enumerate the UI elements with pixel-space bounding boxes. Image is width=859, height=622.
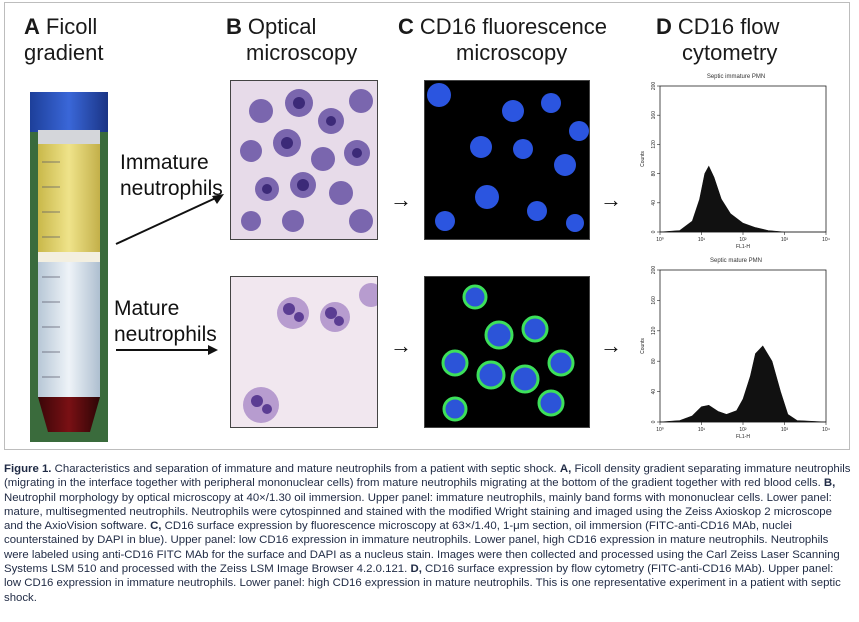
header-d-line2: cytometry (682, 40, 778, 65)
header-a-line2: gradient (24, 40, 104, 65)
caption-b-text: Neutrophil morphology by optical microsc… (4, 491, 832, 533)
optical-mature-image (230, 276, 378, 428)
chart-upper-title: Septic immature PMN (706, 74, 766, 80)
label-mature-line1: Mature (114, 297, 180, 320)
arrow-c-to-d-upper: → (600, 187, 622, 212)
chart-upper-histogram-area (659, 165, 826, 233)
header-d-letter: D (656, 14, 672, 39)
chart-lower-y-tick-label: 200 (651, 266, 657, 275)
arrow-b-to-c-upper: → (390, 187, 412, 212)
figure-caption: Figure 1. Characteristics and separation… (4, 462, 852, 605)
chart-upper-x-tick-label: 10² (739, 237, 747, 243)
flow-chart-lower: Septic mature PMN 10⁰ 10¹ 10² 10³ 10⁴ 0 40 80 12… (638, 258, 834, 440)
chart-lower-y-tick-label: 80 (651, 358, 657, 364)
chart-upper-plot-frame (659, 85, 827, 233)
chart-lower-y-tick-label: 0 (651, 420, 657, 423)
caption-a-label: A, (559, 463, 572, 475)
chart-lower-x-tick-label: 10² (739, 427, 747, 433)
chart-upper-y-tick-label: 80 (651, 171, 657, 177)
caption-intro: Characteristics and separation of immatu… (51, 463, 560, 475)
header-c-line1: CD16 fluorescence (419, 14, 607, 39)
arrow-c-to-d-lower: → (600, 333, 622, 358)
chart-lower-x-tick-label: 10⁴ (822, 427, 830, 433)
flow-chart-upper: Septic immature PMN 10⁰ 10¹ 10² 10³ 10⁴ 0 40 80… (638, 74, 834, 250)
chart-upper-x-tick-label: 10³ (781, 237, 789, 243)
arrow-immature (115, 194, 224, 245)
arrow-b-to-c-lower: → (390, 333, 412, 358)
header-c-line2: microscopy (456, 40, 568, 65)
label-immature-line1: Immature (120, 151, 209, 174)
chart-lower-x-axis-label: FL1-H (736, 434, 750, 440)
chart-lower-x-tick-label: 10³ (781, 427, 789, 433)
chart-upper-x-tick-label: 10⁴ (822, 237, 830, 243)
header-a-line1: Ficoll (45, 14, 98, 39)
chart-upper-y-tick-label: 200 (651, 82, 657, 91)
header-a-letter: A (24, 14, 40, 39)
chart-upper-y-tick-label: 40 (651, 200, 657, 206)
chart-upper-y-tick-label: 120 (651, 140, 657, 149)
optical-immature-image (230, 80, 378, 240)
chart-lower-y-tick-label: 120 (651, 326, 657, 335)
header-b-line2: microscopy (246, 40, 358, 65)
chart-upper-y-tick-label: 160 (651, 111, 657, 120)
chart-lower-y-axis-label: Counts (640, 338, 646, 354)
chart-lower-x-tick-label: 10⁰ (656, 427, 664, 433)
chart-lower-title: Septic mature PMN (709, 258, 763, 264)
chart-upper-x-tick-label: 10¹ (698, 237, 706, 243)
header-c-letter: C (398, 14, 414, 39)
fluorescence-mature-image (424, 276, 590, 428)
chart-lower-histogram-area (659, 345, 827, 423)
chart-upper-y-tick-label: 0 (651, 230, 657, 233)
header-b-line1: Optical (247, 14, 317, 39)
caption-b-label: B, (823, 477, 836, 490)
ficoll-tube-image (30, 92, 108, 442)
fluorescence-immature-image (424, 80, 590, 240)
chart-lower-y-tick-label: 40 (651, 389, 657, 395)
label-immature: Immature neutrophils (120, 150, 223, 202)
caption-fig-label: Figure 1. (4, 463, 52, 475)
caption-a-text: Ficoll density gradient separating immat… (4, 463, 851, 490)
chart-upper-y-axis-label: Counts (640, 151, 646, 167)
chart-lower-x-tick-label: 10¹ (698, 427, 706, 433)
arrow-mature (116, 345, 218, 355)
caption-c-label: C, (150, 520, 162, 533)
caption-c-text: CD16 surface expression by fluorescence … (4, 520, 840, 576)
header-d-line1: CD16 flow (677, 14, 780, 39)
label-mature-line2: neutrophils (114, 323, 217, 346)
chart-upper-x-tick-label: 10⁰ (656, 237, 664, 243)
chart-upper-x-axis-label: FL1-H (736, 244, 750, 250)
chart-lower-y-tick-label: 160 (651, 296, 657, 305)
label-immature-line2: neutrophils (120, 177, 223, 200)
caption-d-text: CD16 surface expression by flow cytometr… (4, 563, 841, 604)
caption-d-label: D, (410, 563, 422, 576)
label-mature: Mature neutrophils (114, 296, 217, 348)
header-b-letter: B (226, 14, 242, 39)
